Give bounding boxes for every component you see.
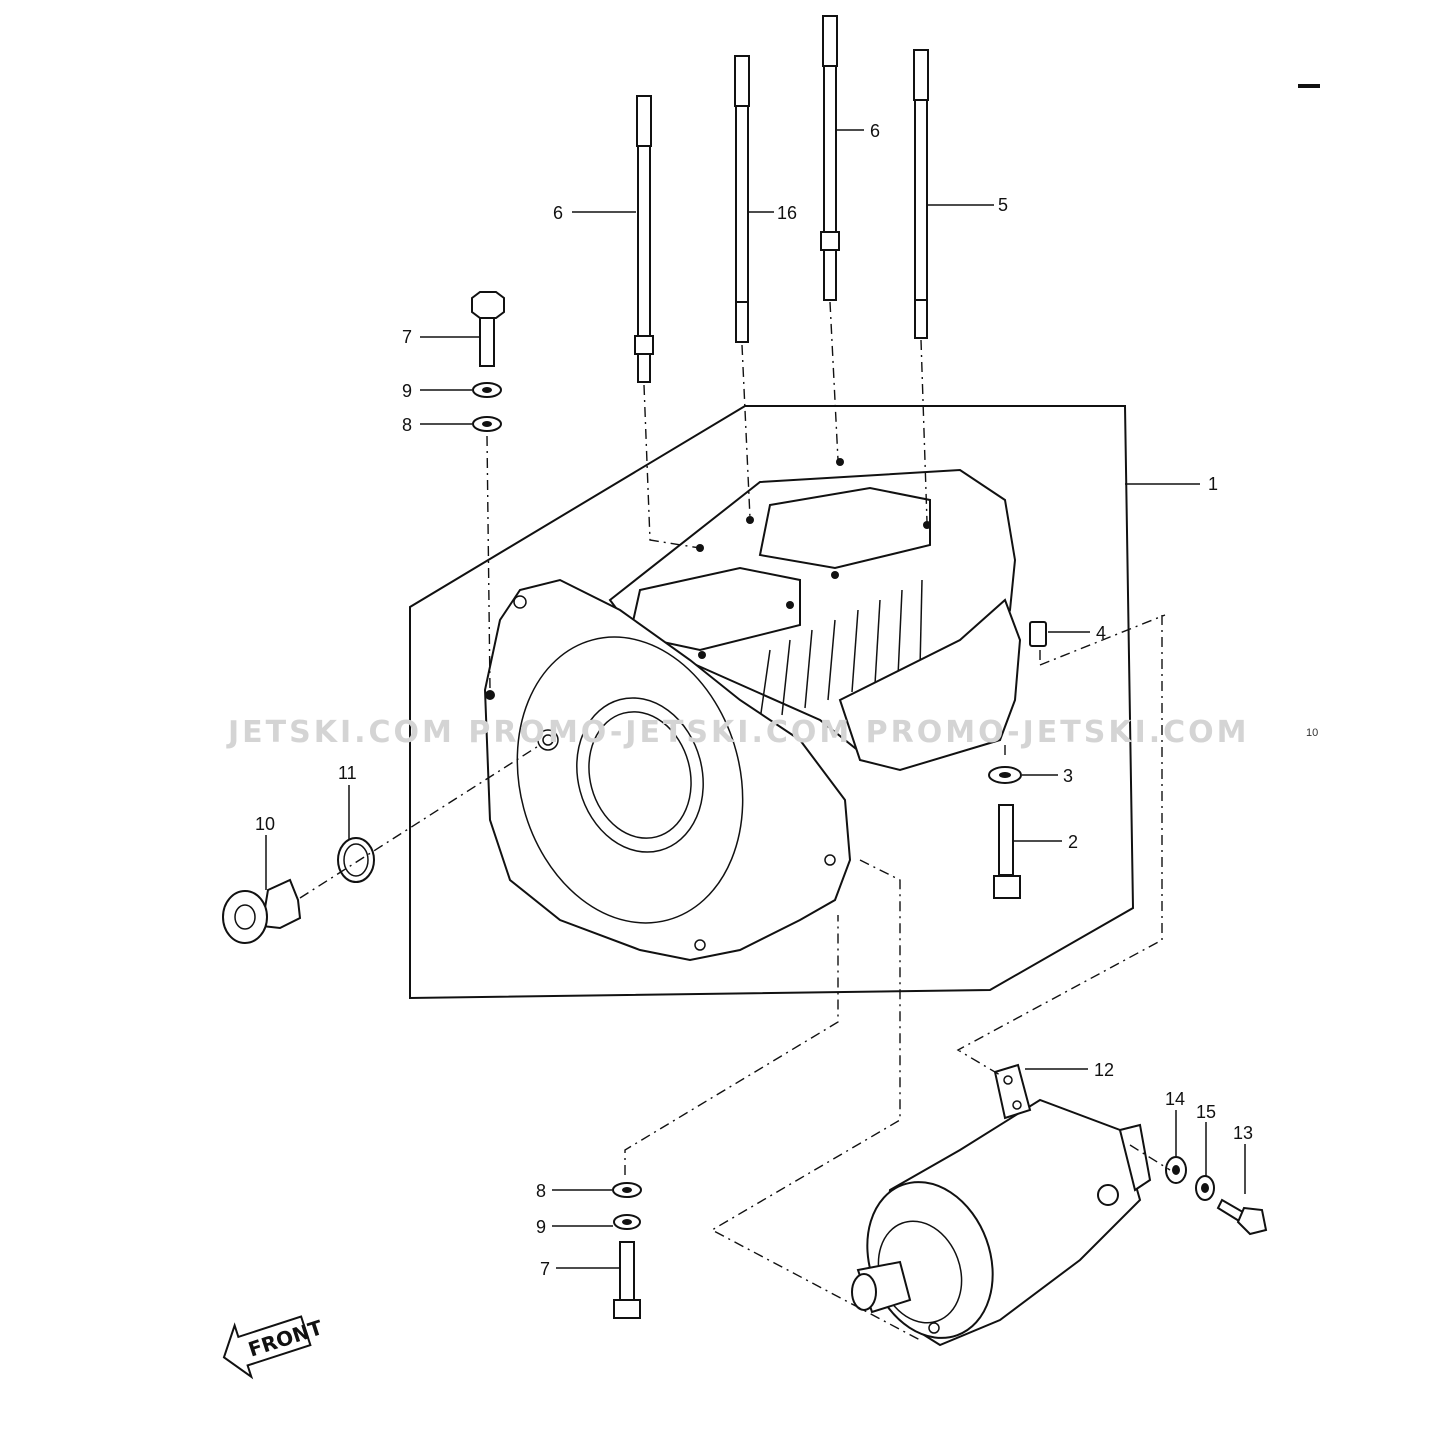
leader-lines [265,129,1246,1269]
stud-bolts [634,15,929,549]
callout-2: 2 [1068,832,1078,852]
callout-8-top: 8 [402,415,412,435]
starter-motor [851,1098,1152,1347]
callout-7-top: 7 [402,327,412,347]
stud-bolt [634,95,654,383]
callout-14: 14 [1165,1089,1185,1109]
watermark: JETSKI.COM PROMO-JETSKI.COM PROMO-JETSKI… [226,715,1250,750]
bolt-stack-bottom [612,915,839,1319]
callout-13: 13 [1233,1123,1253,1143]
callout-5: 5 [998,195,1008,215]
bolt-right [988,650,1041,899]
callout-8-bottom: 8 [536,1181,546,1201]
stud-bolt [734,55,750,343]
plate-axis [956,615,1163,1076]
callout-9-top: 9 [402,381,412,401]
callout-12: 12 [1094,1060,1114,1080]
stud-bolt [820,15,840,301]
callout-1: 1 [1208,474,1218,494]
washer-axis [1129,1144,1171,1171]
callout-15: 15 [1196,1102,1216,1122]
callout-6-left: 6 [553,203,563,223]
callout-11: 11 [338,763,357,783]
callout-4: 4 [1096,623,1106,643]
starter-fasteners [1165,1156,1268,1236]
callout-10: 10 [255,814,275,834]
o-ring [337,837,375,883]
plug-axis [299,744,541,899]
dowel-pin [1029,621,1047,647]
stud-bolt [913,49,929,339]
mounting-plate [993,1063,1032,1120]
page-ref: 10 [1306,727,1318,739]
callout-16: 16 [777,203,797,223]
dowel-axis [1039,614,1166,666]
starter-axis [710,859,921,1341]
bolt-stack-top [471,291,505,691]
callout-7-bottom: 7 [540,1259,550,1279]
assembly-outline [409,405,1135,1000]
callout-6-right: 6 [870,121,880,141]
front-arrow-icon: FRONT [222,1315,326,1380]
callout-3: 3 [1063,766,1073,786]
callout-9-bottom: 9 [536,1217,546,1237]
crankcase [483,458,1047,962]
drain-plug [222,878,302,944]
